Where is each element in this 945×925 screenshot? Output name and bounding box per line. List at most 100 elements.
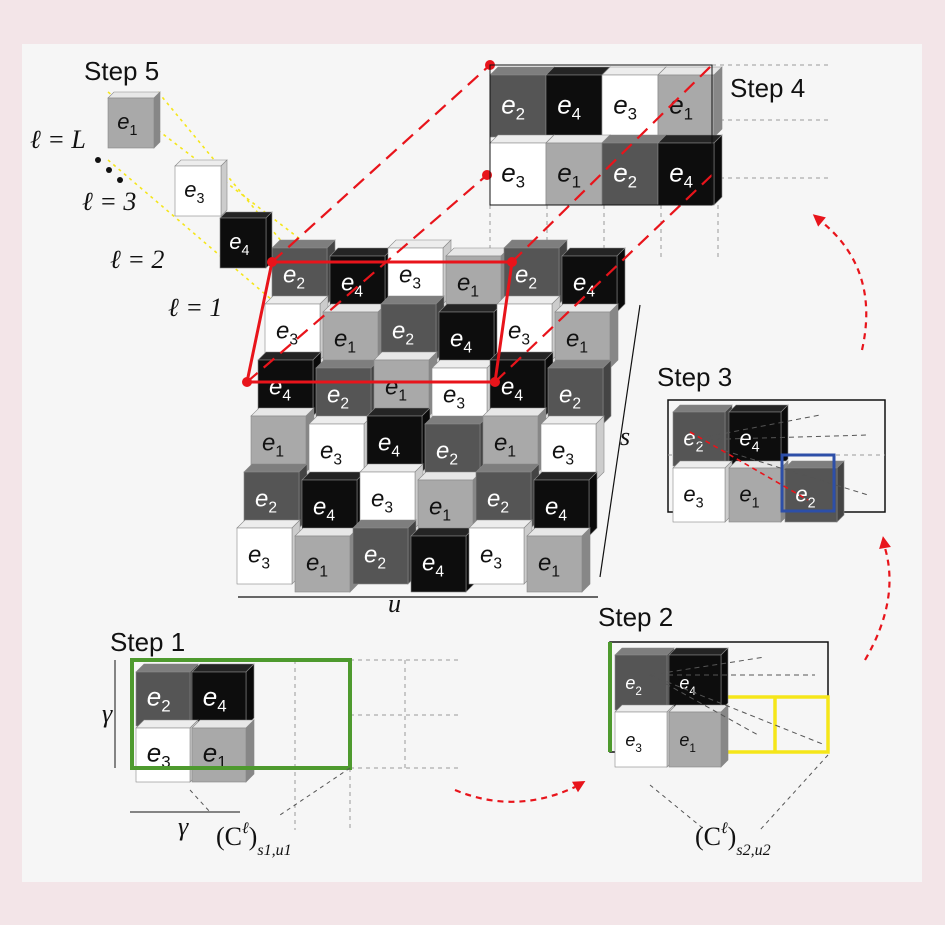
u-axis-label: u [388,589,401,618]
cube-top-face [601,134,667,144]
cube-top-face [668,704,729,713]
cube-top-face [417,471,482,481]
cube-e2: e2 [243,463,308,529]
cube-e3: e3 [359,463,424,529]
cube-side-face [588,471,598,537]
cube-front-face [438,311,495,369]
cube-top-face [308,415,373,425]
level-3-label: ℓ = 3 [82,187,136,216]
cube-label: e3 [320,438,342,469]
projection-line [649,674,759,736]
cube-e2: e2 [424,415,489,481]
cube-label: e2 [255,486,277,517]
cube-top-face [489,66,555,76]
cube-front-face [554,311,611,369]
cube-e3: e3 [468,519,533,585]
cube-front-face [489,74,547,138]
cube-label: e1 [669,89,693,123]
cube-e2: e2 [475,463,540,529]
c-pointer-line [279,767,351,816]
arrowhead-icon [812,214,826,227]
cube-side-face [153,91,161,149]
cube-e3: e3 [431,359,496,425]
cube-label: e2 [559,382,581,413]
cube-label: e1 [429,494,451,525]
cube-e2: e2 [271,239,336,305]
cube-label: e3 [248,542,270,573]
cube-label: e4 [378,430,400,461]
cube-label: e2 [364,542,386,573]
cube-label: e2 [501,89,525,123]
cube-front-face [135,727,191,783]
cube-top-face [503,239,568,249]
cube-label: e2 [327,382,349,413]
cube-e1: e1 [526,527,591,593]
cube-label: e1 [385,374,407,405]
cube-top-face [257,351,322,361]
cube-label: e2 [392,318,414,349]
cube-front-face [657,74,715,138]
cube-top-face [489,134,555,144]
cube-top-face [191,719,255,729]
cube-e3: e3 [672,460,733,523]
cube-side-face [713,134,723,206]
cube-top-face [387,239,452,249]
cube-e2: e2 [672,404,733,467]
cube-e3: e3 [264,295,329,361]
cube-e1: e1 [294,527,359,593]
yellow-projection-line [107,91,331,263]
arrow-step1-to-step2 [454,786,576,803]
c-s2-u2-label: (Cℓ)s2,u2 [695,820,771,859]
cube-e1: e1 [373,351,438,417]
cube-e1: e1 [657,66,723,138]
cube-front-face [191,671,247,727]
cube-label: e4 [545,494,567,525]
cube-front-face [475,471,532,529]
step1-label: Step 1 [110,627,185,657]
cube-label: e2 [283,262,305,293]
cube-label: e3 [276,318,298,349]
cube-front-face [315,367,372,425]
cube-e2: e2 [601,134,667,206]
cube-front-face [264,303,321,361]
cube-side-face [713,66,723,138]
cube-label: e1 [679,730,696,755]
cube-label: e1 [557,157,581,191]
cube-label: e1 [306,550,328,581]
cube-side-face [836,460,845,523]
cube-e3: e3 [489,134,555,206]
cube-top-face [174,159,228,167]
cube-front-face [601,74,659,138]
cube-label: e4 [229,229,249,259]
cube-top-face [668,647,729,656]
c-pointer-line [189,789,211,813]
cube-top-face [614,647,675,656]
cube-label: e2 [487,486,509,517]
projection-line [649,674,826,746]
cube-top-face [329,247,394,257]
cube-front-face [174,165,222,217]
step4-frame [489,64,713,206]
cube-front-face [672,467,726,523]
cube-e3: e3 [540,415,605,481]
cube-label: e2 [683,425,703,455]
cube-front-face [410,535,467,593]
cube-front-face [445,255,502,313]
cube-front-face [380,303,437,361]
cube-label: e4 [422,550,444,581]
cube-top-face [236,519,301,529]
cube-top-face [366,407,431,417]
cube-e2: e2 [352,519,417,585]
cube-side-face [581,527,591,593]
cube-top-face [352,519,417,529]
cube-e4: e4 [257,351,322,417]
red-connector-line [494,174,713,383]
step4-label: Step 4 [730,73,805,103]
cube-front-face [668,654,722,711]
cube-e4: e4 [561,247,626,313]
cube-e2: e2 [380,295,445,361]
cube-label: e3 [508,318,530,349]
c-pointer-line [759,754,829,831]
ellipsis-dots [95,157,123,183]
